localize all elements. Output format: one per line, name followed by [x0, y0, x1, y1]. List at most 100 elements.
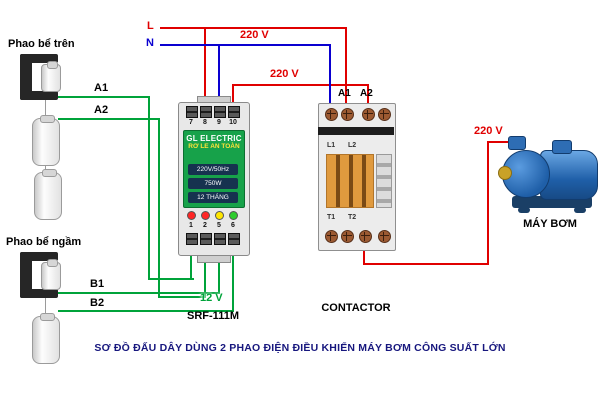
relay-brand: GL ELECTRIC: [186, 134, 242, 143]
contactor-terminal-t1: T1: [327, 214, 336, 221]
wire-to-pump-horizontal: [363, 263, 489, 265]
contactor-terminal-l2: L2: [348, 142, 357, 149]
relay-screw-7: [186, 106, 198, 118]
wire-a1-horizontal: [58, 96, 150, 98]
wire-b1-horizontal: [58, 292, 218, 294]
relay-terminal-8: 8: [203, 119, 207, 126]
wire-to-pump-up: [487, 141, 489, 265]
relay-spec-voltage: 220V/50Hz: [188, 164, 238, 175]
contactor-screw-top-4: [378, 108, 391, 121]
relay-screw-9: [214, 106, 226, 118]
relay-voltage-label: 220 V: [270, 68, 299, 80]
upper-float-arm-top: [20, 54, 58, 63]
wire-label-b1: B1: [90, 278, 105, 290]
relay-screw-10: [228, 106, 240, 118]
contactor-terminal-l1: L1: [327, 142, 336, 149]
relay-panel-title: RƠ LE AN TOÀN: [188, 143, 240, 150]
lower-float-bracket: [20, 252, 32, 298]
wire-a1-to-terminal1: [190, 240, 192, 280]
relay-spec-warranty: 12 THÁNG: [188, 192, 238, 203]
phase-label: L: [147, 20, 154, 32]
wire-relay-out-to-contactor-a2: [367, 84, 369, 109]
relay-led-icon-2: [201, 211, 210, 220]
wire-a2-down: [158, 118, 160, 298]
lower-float-arm-top: [20, 252, 58, 261]
wire-label-b2: B2: [90, 297, 105, 309]
wire-b1-to-terminal5: [218, 240, 220, 294]
wire-neutral-to-contactor: [329, 44, 331, 109]
wire-label-a1: A1: [94, 82, 109, 94]
contactor-screw-top-2: [341, 108, 354, 121]
relay-led-icon-3: [215, 211, 224, 220]
contactor-terminal-t2: T2: [348, 214, 357, 221]
relay-model-label: SRF-111M: [187, 310, 239, 322]
pump-terminal-box: [508, 136, 526, 150]
main-voltage-label: 220 V: [240, 29, 269, 41]
wire-label-a2: A2: [94, 104, 109, 116]
upper-float-arm-bottom: [20, 91, 58, 100]
contactor-name-label: CONTACTOR: [321, 302, 391, 314]
lower-float-arm-bottom: [20, 289, 58, 298]
wire-contactor-out-down: [363, 238, 365, 265]
contactor-screw-top-3: [362, 108, 375, 121]
pump-brass-port: [498, 166, 512, 180]
relay-terminal-9: 9: [217, 119, 221, 126]
contactor-screw-bottom-1: [325, 230, 338, 243]
pump-foot-left: [518, 207, 530, 213]
upper-float-buoy-1: [32, 115, 60, 166]
wire-phase-main: [160, 27, 347, 29]
pump-name-label: MÁY BƠM: [523, 218, 577, 230]
wire-b2-to-terminal6: [232, 240, 234, 312]
contactor-contact-window: [326, 154, 374, 208]
relay-screw-6: [228, 233, 240, 245]
neutral-label: N: [146, 37, 154, 49]
upper-float-bracket: [20, 54, 32, 100]
wire-relay-out-horizontal: [232, 84, 369, 86]
relay-screw-2: [200, 233, 212, 245]
lower-float-title: Phao bể ngầm: [6, 236, 82, 248]
wire-neutral-to-relay: [218, 44, 220, 115]
wire-a1-bottom: [148, 278, 194, 280]
diagram-caption: SƠ ĐỒ ĐẤU DÂY DÙNG 2 PHAO ĐIỆN ĐIỀU KHIỂ…: [94, 342, 506, 354]
wire-into-pump: [487, 141, 515, 143]
relay-terminal-2: 2: [203, 222, 207, 229]
relay-screw-5: [214, 233, 226, 245]
contactor-coil-a2-label: A2: [360, 88, 373, 99]
relay-spec-power: 750W: [188, 178, 238, 189]
pump-foot-right: [574, 207, 586, 213]
contactor-screw-bottom-3: [359, 230, 372, 243]
pump-top-cap: [552, 140, 572, 154]
pump-voltage-label: 220 V: [474, 125, 503, 137]
float-cable-lower: [45, 298, 46, 320]
relay-terminal-10: 10: [229, 119, 237, 126]
relay-terminal-1: 1: [189, 222, 193, 229]
upper-float-buoy-2: [34, 169, 62, 220]
contactor-screw-bottom-2: [341, 230, 354, 243]
wire-a2-to-terminal2: [204, 240, 206, 298]
wire-relay-out-up: [232, 84, 234, 115]
relay-terminal-5: 5: [217, 222, 221, 229]
upper-float-title: Phao bể trên: [8, 38, 75, 50]
wire-a2-horizontal: [58, 118, 160, 120]
contactor-brand-stripe: [318, 127, 394, 135]
lower-float-buoy: [32, 313, 60, 364]
relay-terminal-7: 7: [189, 119, 193, 126]
relay-screw-8: [200, 106, 212, 118]
wire-a1-down: [148, 96, 150, 280]
lower-float-switch-body: [41, 259, 61, 290]
upper-float-switch-body: [41, 61, 61, 92]
wire-neutral-main: [160, 44, 330, 46]
relay-screw-1: [186, 233, 198, 245]
wire-phase-to-contactor-a1: [345, 27, 347, 109]
wire-b2-horizontal: [58, 310, 232, 312]
relay-led-icon-4: [229, 211, 238, 220]
wire-phase-to-relay: [204, 27, 206, 115]
control-voltage-label: 12 V: [200, 292, 223, 304]
relay-led-icon-1: [187, 211, 196, 220]
contactor-side-slots: [376, 154, 392, 208]
relay-terminal-6: 6: [231, 222, 235, 229]
relay-label-panel: GL ELECTRIC RƠ LE AN TOÀN 220V/50Hz 750W…: [183, 130, 245, 208]
contactor-screw-bottom-4: [378, 230, 391, 243]
contactor-coil-a1-label: A1: [338, 88, 351, 99]
